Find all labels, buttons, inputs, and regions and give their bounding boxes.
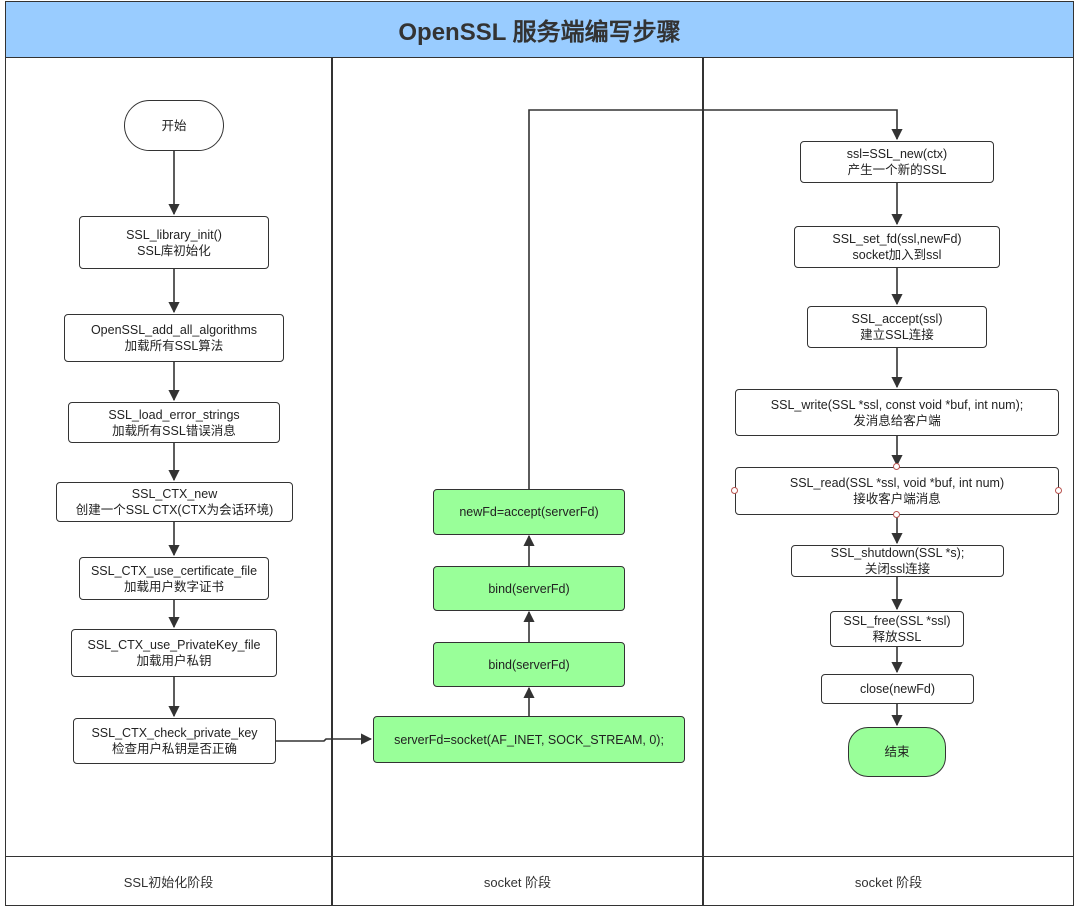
node-label-line1: SSL_set_fd(ssl,newFd) — [832, 232, 962, 246]
node-ssl-ctx-use-certificate-file[interactable]: SSL_CTX_use_certificate_file 加载用户数字证书 — [79, 557, 269, 600]
node-label-line2: 产生一个新的SSL — [847, 163, 947, 177]
lane-label-socket-2: socket 阶段 — [854, 874, 923, 890]
node-accept[interactable]: newFd=accept(serverFd) — [433, 489, 625, 535]
node-label-line1: bind(serverFd) — [488, 581, 570, 596]
node-label-line1: close(newFd) — [859, 682, 936, 696]
edge-check-socket — [276, 733, 373, 745]
node-ssl-free[interactable]: SSL_free(SSL *ssl) 释放SSL — [830, 611, 964, 647]
node-label-line2: 加载用户数字证书 — [123, 579, 224, 594]
node-label-line2: 加载用户私钥 — [136, 654, 212, 668]
edge-accept-ssl-new — [528, 109, 903, 489]
node-ssl-ctx-use-privatekey-file[interactable]: SSL_CTX_use_PrivateKey_file 加载用户私钥 — [71, 629, 277, 677]
node-label-line1: SSL_CTX_new — [131, 487, 218, 501]
node-ssl-new[interactable]: ssl=SSL_new(ctx) 产生一个新的SSL — [800, 141, 994, 183]
node-bind-2[interactable]: bind(serverFd) — [433, 566, 625, 611]
node-label-line2: SSL库初始化 — [137, 243, 211, 258]
node-label-line2: 检查用户私钥是否正确 — [111, 742, 237, 756]
node-socket[interactable]: serverFd=socket(AF_INET, SOCK_STREAM, 0)… — [373, 716, 685, 763]
node-label-line1: bind(serverFd) — [488, 657, 570, 672]
node-openssl-add-all-algorithms[interactable]: OpenSSL_add_all_algorithms 加载所有SSL算法 — [64, 314, 284, 362]
node-bind-1[interactable]: bind(serverFd) — [433, 642, 625, 687]
node-label-line2: 加载所有SSL算法 — [124, 339, 224, 353]
node-end[interactable]: 结束 — [848, 727, 946, 777]
node-ssl-library-init[interactable]: SSL_library_init() SSL库初始化 — [79, 216, 269, 269]
node-ssl-shutdown[interactable]: SSL_shutdown(SSL *s); 关闭ssl连接 — [791, 545, 1004, 577]
node-close[interactable]: close(newFd) — [821, 674, 974, 704]
node-label-line1: SSL_shutdown(SSL *s); — [830, 546, 965, 560]
diagram-frame — [5, 1, 1074, 906]
node-label-line1: SSL_accept(ssl) — [851, 312, 943, 326]
node-ssl-ctx-new[interactable]: SSL_CTX_new 创建一个SSL CTX(CTX为会话环境) — [56, 482, 293, 522]
node-ssl-load-error-strings[interactable]: SSL_load_error_strings 加载所有SSL错误消息 — [68, 402, 280, 443]
node-label-line2: 创建一个SSL CTX(CTX为会话环境) — [75, 503, 274, 517]
node-label-line1: OpenSSL_add_all_algorithms — [90, 323, 258, 337]
node-ssl-accept[interactable]: SSL_accept(ssl) 建立SSL连接 — [807, 306, 987, 348]
connection-port-right[interactable] — [1055, 487, 1062, 494]
node-label-line1: SSL_free(SSL *ssl) — [843, 614, 951, 628]
node-label-line1: SSL_CTX_use_certificate_file — [90, 563, 258, 578]
lane-divider-1 — [331, 58, 333, 906]
node-ssl-ctx-check-private-key[interactable]: SSL_CTX_check_private_key 检查用户私钥是否正确 — [73, 718, 276, 764]
node-label-line2: 接收客户端消息 — [853, 492, 941, 506]
lane-label-socket-1: socket 阶段 — [483, 874, 552, 890]
node-ssl-read[interactable]: SSL_read(SSL *ssl, void *buf, int num) 接… — [735, 467, 1059, 515]
connection-port-top[interactable] — [893, 463, 900, 470]
node-label-line2: 关闭ssl连接 — [864, 562, 931, 576]
node-label-line1: SSL_CTX_check_private_key — [91, 726, 258, 740]
node-label-line1: newFd=accept(serverFd) — [459, 505, 599, 519]
node-start-label: 开始 — [161, 118, 187, 133]
node-label-line2: 发消息给客户端 — [853, 413, 941, 428]
node-ssl-write[interactable]: SSL_write(SSL *ssl, const void *buf, int… — [735, 389, 1059, 436]
node-end-label: 结束 — [884, 745, 910, 759]
lane-label-ssl-init: SSL初始化阶段 — [123, 874, 214, 890]
node-label-line1: ssl=SSL_new(ctx) — [846, 147, 948, 161]
lane-footer-divider — [6, 856, 1073, 857]
node-label-line2: 建立SSL连接 — [860, 328, 934, 342]
node-label-line1: SSL_write(SSL *ssl, const void *buf, int… — [770, 397, 1024, 412]
lane-divider-2 — [702, 58, 704, 906]
diagram-title: OpenSSL 服务端编写步骤 — [6, 2, 1073, 58]
connection-port-bottom[interactable] — [893, 511, 900, 518]
node-label-line1: SSL_read(SSL *ssl, void *buf, int num) — [789, 476, 1005, 490]
node-label-line1: serverFd=socket(AF_INET, SOCK_STREAM, 0)… — [394, 732, 664, 747]
node-label-line1: SSL_library_init() — [126, 227, 222, 242]
node-label-line1: SSL_load_error_strings — [108, 407, 240, 422]
node-label-line2: 释放SSL — [872, 630, 922, 644]
node-label-line1: SSL_CTX_use_PrivateKey_file — [87, 638, 261, 652]
node-label-line2: 加载所有SSL错误消息 — [112, 423, 236, 438]
connection-port-left[interactable] — [731, 487, 738, 494]
node-ssl-set-fd[interactable]: SSL_set_fd(ssl,newFd) socket加入到ssl — [794, 226, 1000, 268]
node-start[interactable]: 开始 — [124, 100, 224, 151]
node-label-line2: socket加入到ssl — [852, 248, 942, 262]
